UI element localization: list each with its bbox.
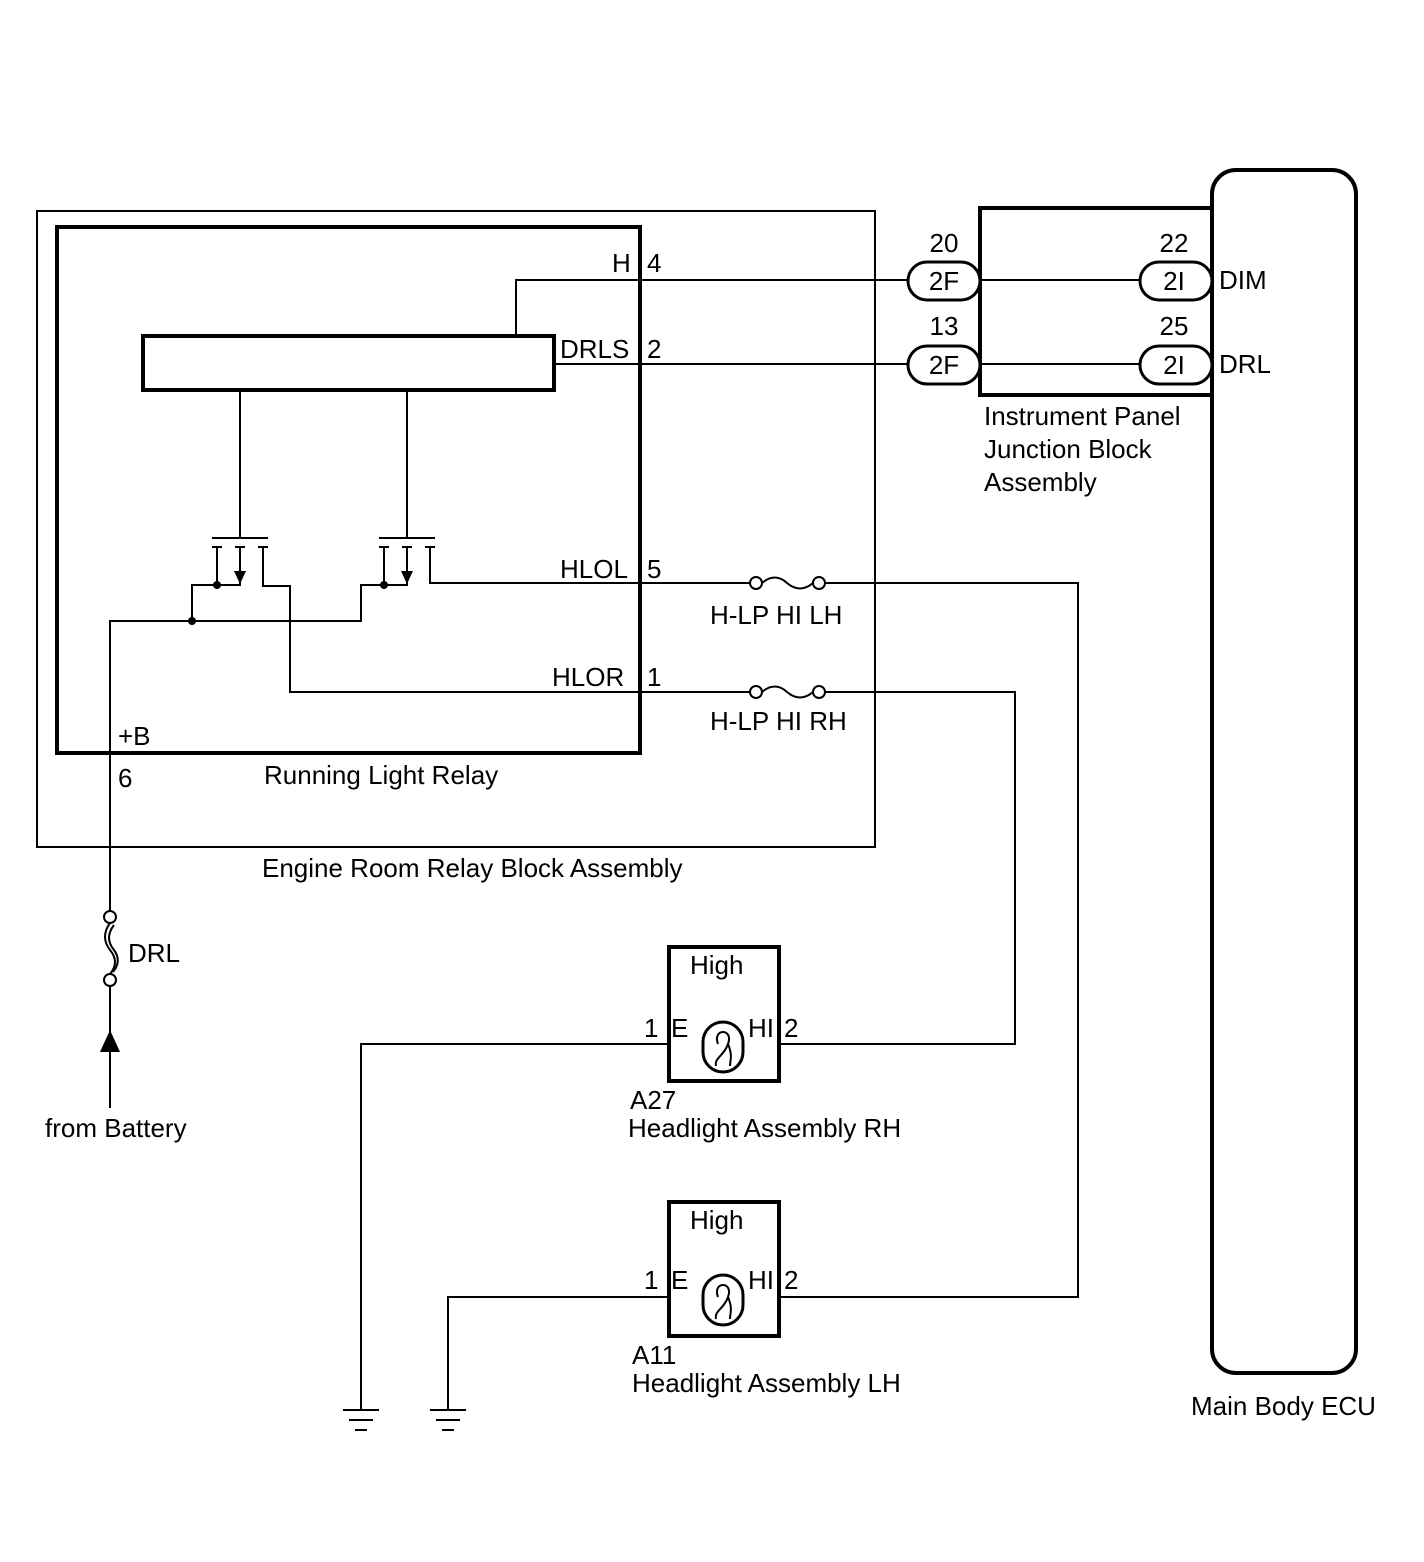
ip-junction-label-2: Junction Block [984,434,1153,464]
hlor-wire [779,691,1016,1045]
engine-room-relay-block-box [36,210,876,848]
svg-text:HI: HI [748,1013,774,1043]
engine-room-relay-block-label: Engine Room Relay Block Assembly [262,853,683,883]
svg-text:High: High [690,1205,743,1235]
svg-text:2F: 2F [929,266,959,296]
svg-text:E: E [671,1265,688,1295]
headlight-rh: High 1 E HI 2 [644,945,798,1083]
connector-2i-bottom: 2I 25 [1138,311,1214,386]
hlol-wire [779,582,1079,1298]
svg-text:2: 2 [784,1265,798,1295]
headlight-rh-code: A27 [630,1085,676,1115]
pin-hlor-num: 1 [647,662,661,692]
svg-text:H-LP HI LH: H-LP HI LH [710,600,842,630]
svg-text:2: 2 [784,1013,798,1043]
headlight-lh-name: Headlight Assembly LH [632,1368,901,1398]
connector-2f-top: 2F 20 [906,228,982,302]
pin-hlol-num: 5 [647,554,661,584]
main-body-ecu-box [1210,168,1358,1375]
ip-junction-label-1: Instrument Panel [984,401,1181,431]
pin-hlor-name: HLOR [552,662,624,692]
source-bus-left [191,584,217,621]
svg-text:High: High [690,950,743,980]
running-light-relay-label: Running Light Relay [264,760,498,790]
headlight-rh-name: Headlight Assembly RH [628,1113,901,1143]
svg-text:2I: 2I [1163,350,1185,380]
battery-arrow [100,1030,120,1052]
main-body-ecu-label: Main Body ECU [1191,1391,1376,1421]
svg-text:1: 1 [644,1013,658,1043]
ecu-pin-dim: DIM [1219,265,1267,295]
fuse-drl: DRL [103,910,180,987]
svg-text:13: 13 [930,311,959,341]
rh-ground-wire [360,1043,669,1410]
svg-text:HI: HI [748,1265,774,1295]
pin-b-name: +B [118,721,151,751]
svg-text:H-LP HI RH: H-LP HI RH [710,706,847,736]
pin-h-num: 4 [647,248,661,278]
ecu-pin-drl: DRL [1219,349,1271,379]
connector-2f-bottom: 2F 13 [906,311,982,386]
fuse-hlp-hi-lh: H-LP HI LH [710,576,842,630]
svg-text:2I: 2I [1163,266,1185,296]
svg-text:20: 20 [930,228,959,258]
fuse-hlp-hi-rh: H-LP HI RH [710,685,847,736]
pin-drls-name: DRLS [560,334,629,364]
relay-controller-block [141,334,556,392]
ip-junction-label-3: Assembly [984,467,1097,497]
ground-symbol-lh [430,1409,466,1431]
svg-text:25: 25 [1160,311,1189,341]
from-battery-label: from Battery [45,1113,187,1143]
running-light-relay-box [55,225,642,755]
headlight-lh-code: A11 [632,1340,676,1370]
lh-ground-wire [447,1296,669,1410]
source-bus [109,584,384,916]
svg-text:1: 1 [644,1265,658,1295]
svg-text:E: E [671,1013,688,1043]
pin-drls-num: 2 [647,334,661,364]
svg-text:DRL: DRL [128,938,180,968]
ground-symbol-rh [343,1409,379,1431]
headlight-lh: High 1 E HI 2 [644,1200,798,1338]
svg-text:2F: 2F [929,350,959,380]
connector-2i-top: 2I 22 [1138,228,1214,302]
h-wire [515,279,908,336]
pin-hlol-name: HLOL [560,554,628,584]
pin-h-name: H [612,248,631,278]
pin-b-num: 6 [118,763,132,793]
transistor-left [212,390,756,693]
svg-text:22: 22 [1160,228,1189,258]
transistor-right [379,390,756,589]
